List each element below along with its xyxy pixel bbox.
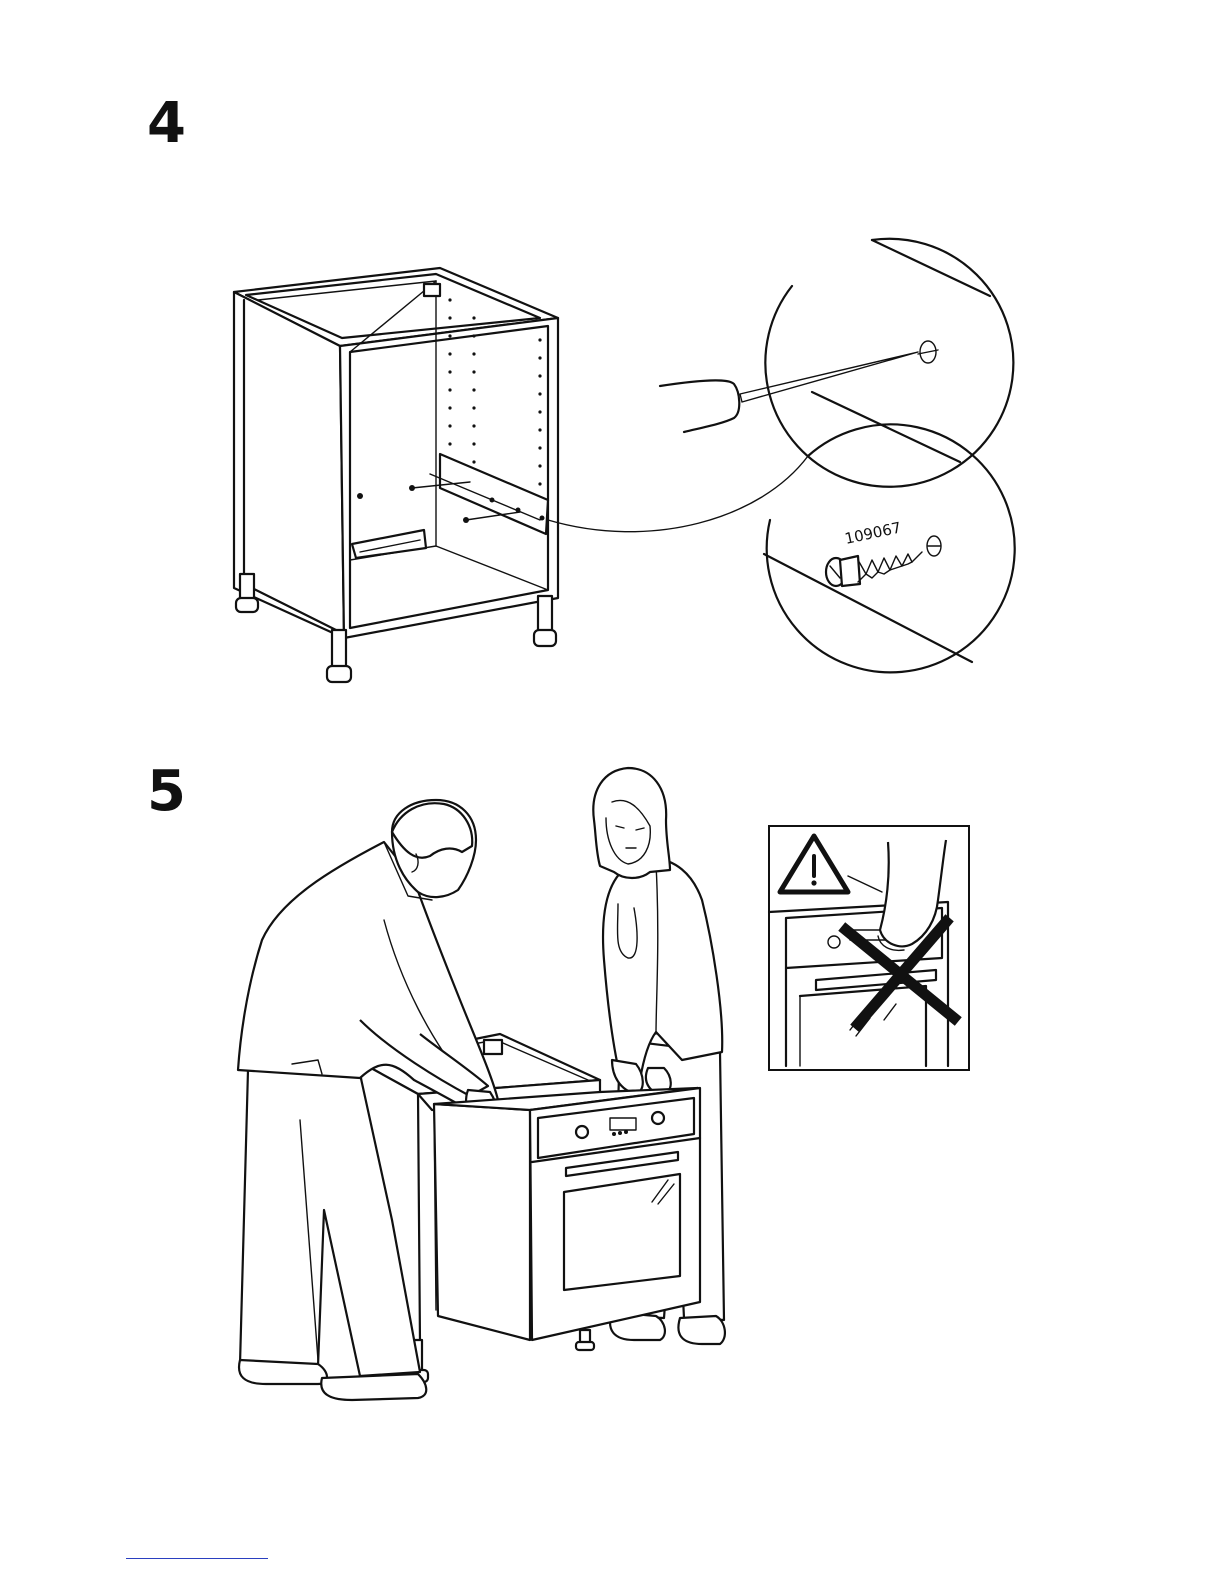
detail-circle-screwdriver	[660, 239, 1013, 487]
oven	[434, 1088, 700, 1350]
oven-handle	[566, 1152, 678, 1176]
oven-knob-icon-2	[652, 1112, 664, 1124]
man-figure	[238, 800, 498, 1400]
x-cross-icon	[846, 922, 954, 1024]
cabinet-frame	[234, 268, 558, 638]
detail-circle-screw: 109067	[764, 424, 1015, 672]
screw-icon	[826, 552, 922, 586]
warning-inset	[769, 826, 969, 1070]
woman-figure	[593, 768, 725, 1344]
footer-rule	[126, 1558, 268, 1559]
oven-window	[564, 1174, 680, 1290]
oven-knob-icon	[576, 1126, 588, 1138]
step-4-illustration: 109067	[0, 0, 1224, 760]
cabinet-step5	[360, 1034, 600, 1382]
warning-triangle-icon	[780, 836, 848, 892]
step-5-number: 5	[147, 764, 186, 820]
screw-part-number: 109067	[843, 518, 903, 548]
